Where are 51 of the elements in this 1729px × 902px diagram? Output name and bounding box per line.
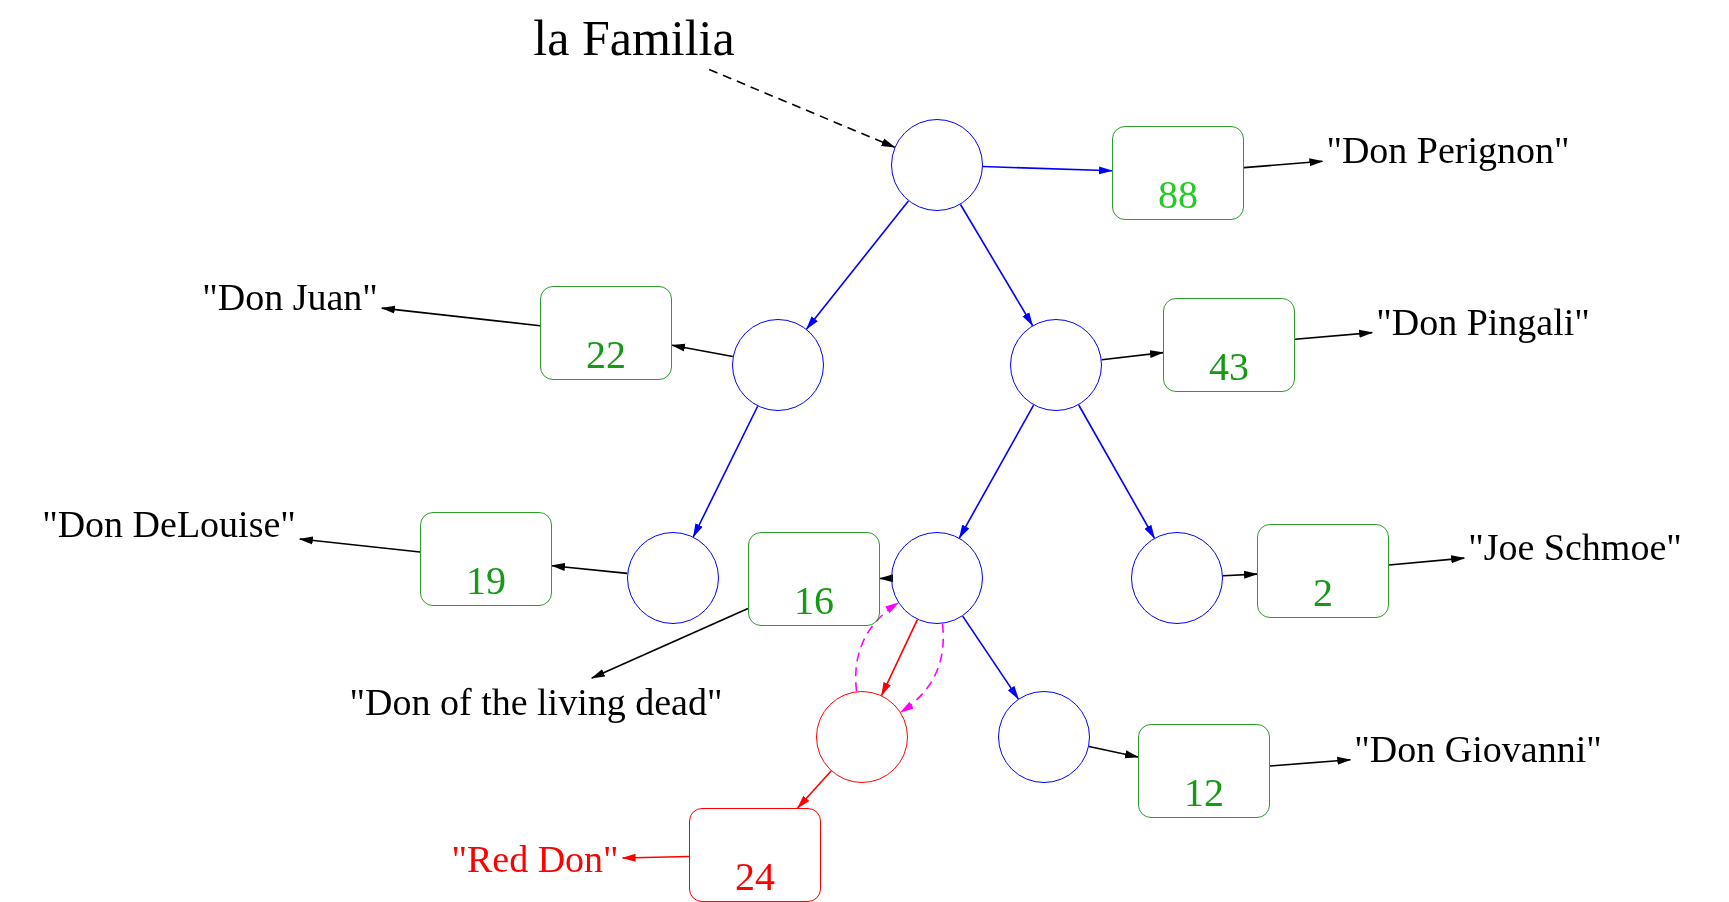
value-number: 43 [1209,347,1249,387]
value-number: 19 [466,561,506,601]
value-box [1138,724,1270,818]
arrow [1388,555,1466,566]
string-label: "Joe Schmoe" [1468,527,1682,569]
arrow [961,615,1020,700]
arrow [621,853,690,862]
arrow [551,563,629,575]
arrow [796,770,832,809]
pointer-name: la Familia [533,10,735,66]
arrow [855,602,900,693]
arrow [1222,570,1258,579]
string-label: "Red Don" [451,839,619,881]
value-box [420,512,552,606]
arrow [959,203,1034,327]
value-box [540,286,672,380]
arrow [1243,158,1324,169]
value-number: 22 [586,335,626,375]
arrow [590,607,749,679]
string-label: "Don Juan" [202,277,378,319]
value-box [689,808,821,902]
arrow [692,405,759,538]
arrow [708,68,896,148]
arrow [982,165,1113,175]
arrow [1269,756,1352,767]
arrow [1077,404,1156,539]
value-box [1257,524,1389,618]
string-label: "Don Pingali" [1376,302,1590,344]
string-label: "Don Giovanni" [1354,729,1602,771]
arrow [805,200,910,330]
value-number: 12 [1184,773,1224,813]
arrow [380,305,541,327]
arrow [880,618,919,697]
value-number: 2 [1313,573,1333,613]
string-label: "Don of the living dead" [349,682,723,724]
arrow [1088,745,1139,759]
value-box [1112,126,1244,220]
value-box [748,532,880,626]
string-label: "Don Perignon" [1326,130,1570,172]
value-box [1163,298,1295,392]
arrow [899,622,944,713]
value-number: 24 [735,857,775,897]
string-label: "Don DeLouise" [42,504,296,546]
value-number: 88 [1158,175,1198,215]
arrow [671,343,734,358]
arrow [1294,329,1374,341]
arrow [879,574,894,583]
arrow [298,536,421,553]
arrow [958,404,1035,539]
arrow [1100,350,1164,361]
value-number: 16 [794,581,834,621]
